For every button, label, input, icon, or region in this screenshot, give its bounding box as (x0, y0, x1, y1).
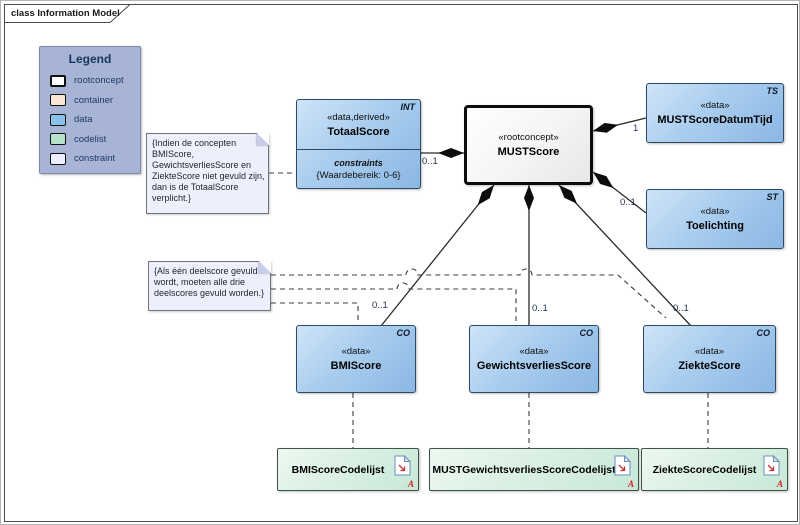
codelist-bmiscorecodelijst[interactable]: BMIScoreCodelijst A (277, 448, 419, 491)
class-name: ZiekteScore (678, 360, 741, 372)
artifact-document-icon (614, 454, 632, 481)
class-toelichting[interactable]: ST «data» Toelichting (646, 189, 784, 249)
data-swatch (50, 113, 66, 126)
class-name: BMIScore (330, 360, 382, 372)
multiplicity-label: 0..1 (372, 300, 388, 311)
type-abbrev: INT (400, 102, 416, 112)
constraints-compartment: constraints {Waardebereik: 0-6} (297, 150, 420, 188)
legend-item-constraint: constraint (40, 149, 140, 169)
stereotype: «data,derived» (327, 111, 390, 123)
type-abbrev: CO (756, 328, 771, 338)
stereotype: «data» (519, 346, 549, 357)
compartment-divider (297, 149, 420, 150)
stereotype: «data» (341, 346, 371, 357)
class-name: TotaalScore (327, 125, 390, 138)
constraints-value: {Waardebereik: 0-6} (316, 169, 401, 181)
class-ziektescore[interactable]: CO «data» ZiekteScore (643, 325, 776, 393)
artifact-document-icon (394, 454, 412, 481)
legend-items: rootconcept container data codelist cons… (40, 71, 140, 169)
codelist-swatch (50, 133, 66, 146)
multiplicity-label: 0..1 (673, 303, 689, 314)
class-name: MUSTScore (497, 146, 560, 158)
type-abbrev: CO (396, 328, 411, 338)
codelist-mustgewichtsverliesscorecodelijst[interactable]: MUSTGewichtsverliesScoreCodelijst A (429, 448, 639, 491)
note-text: {Als één deelscore gevuld wordt, moeten … (154, 266, 265, 298)
type-abbrev: TS (766, 86, 778, 96)
class-name: GewichtsverliesScore (476, 360, 592, 372)
stereotype: «data» (694, 346, 725, 357)
legend-item-rootconcept: rootconcept (40, 71, 140, 91)
multiplicity-label: 1 (633, 123, 639, 134)
legend-item-codelist: codelist (40, 130, 140, 150)
container-swatch (50, 94, 66, 107)
class-mustscoredatumtijd[interactable]: TS «data» MUSTScoreDatumTijd (646, 83, 784, 143)
codelist-name: MUSTGewichtsverliesScoreCodelijst (432, 463, 616, 476)
type-abbrev: ST (766, 192, 778, 202)
stereotype: «data» (700, 206, 730, 217)
artifact-marker: A (407, 479, 414, 489)
artifact-marker: A (627, 479, 634, 489)
artifact-document-icon (763, 454, 781, 481)
class-gewichtsverliesscore[interactable]: CO «data» GewichtsverliesScore (469, 325, 599, 393)
note-totaalscore-constraint[interactable]: {Indien de concepten BMIScore, Gewichtsv… (146, 133, 269, 214)
multiplicity-label: 0..1 (532, 303, 548, 314)
stereotype: «data» (700, 100, 730, 111)
class-name: MUSTScoreDatumTijd (657, 114, 773, 126)
class-totaalscore[interactable]: INT «data,derived» TotaalScore constrain… (296, 99, 421, 189)
frame-title: class Information Model (11, 8, 120, 19)
stereotype: «rootconcept» (498, 132, 559, 143)
note-deelscores-constraint[interactable]: {Als één deelscore gevuld wordt, moeten … (148, 261, 271, 311)
multiplicity-label: 0..1 (620, 197, 636, 208)
class-name: Toelichting (686, 220, 744, 232)
constraint-swatch (50, 152, 66, 165)
type-abbrev: CO (579, 328, 594, 338)
class-bmiscore[interactable]: CO «data» BMIScore (296, 325, 416, 393)
codelist-name: ZiekteScoreCodelijst (652, 463, 757, 476)
codelist-ziektescorecodelijst[interactable]: ZiekteScoreCodelijst A (641, 448, 788, 491)
constraints-label: constraints (334, 157, 383, 168)
legend-item-container: container (40, 91, 140, 111)
class-header: INT «data,derived» TotaalScore (297, 100, 420, 149)
note-text: {Indien de concepten BMIScore, Gewichtsv… (152, 138, 265, 203)
rootconcept-swatch (50, 74, 66, 87)
class-mustscore[interactable]: «rootconcept» MUSTScore (464, 105, 593, 185)
codelist-name: BMIScoreCodelijst (291, 463, 385, 476)
artifact-marker: A (776, 479, 783, 489)
legend-item-data: data (40, 110, 140, 130)
legend[interactable]: Legend rootconcept container data codeli… (39, 46, 141, 174)
multiplicity-label: 0..1 (422, 156, 438, 167)
legend-title: Legend (68, 52, 112, 66)
